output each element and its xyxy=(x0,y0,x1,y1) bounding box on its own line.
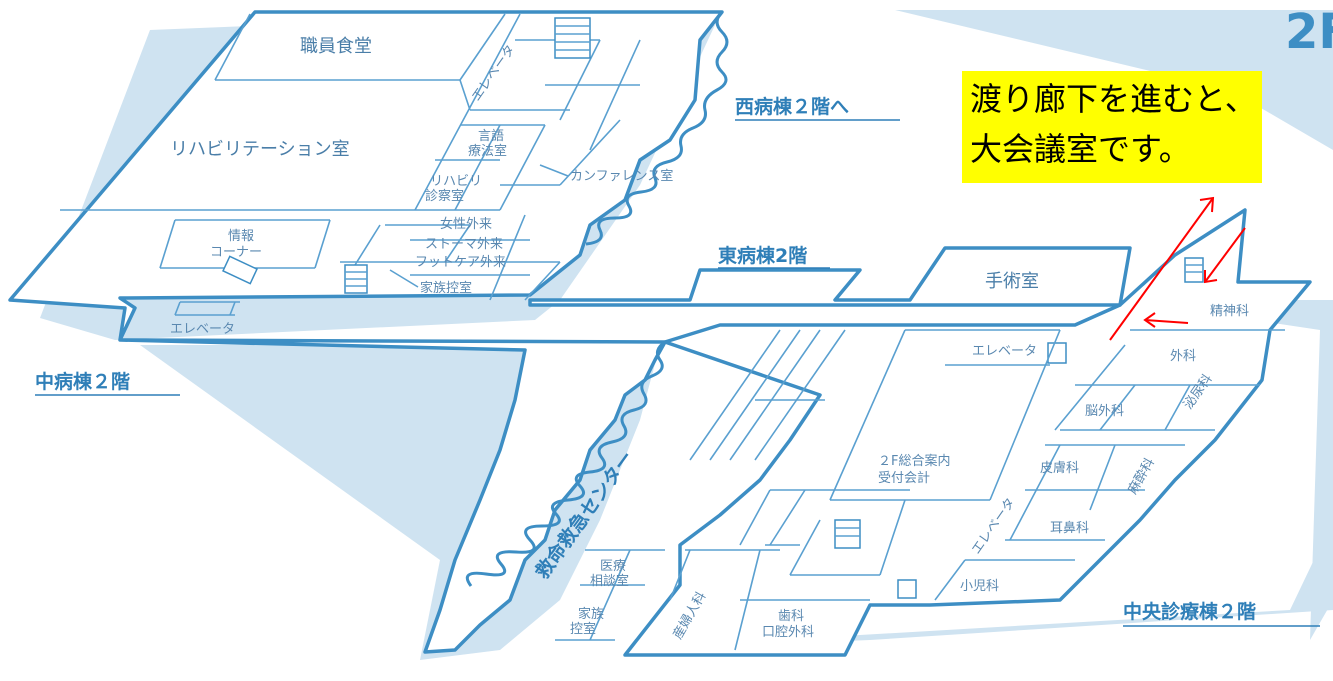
room-shujutsu: 手術室 xyxy=(985,271,1039,292)
room-gengo-2: 療法室 xyxy=(468,143,507,159)
room-uketsuke-1: ２F総合案内 xyxy=(878,453,950,469)
nishi-ward-label: 西病棟２階へ xyxy=(735,95,849,118)
higashi-ward-label: 東病棟2階 xyxy=(718,244,807,267)
upper-room-labels: 職員食堂 リハビリテーション室 エレベータ 言語 療法室 リハビリ 診察室 カン… xyxy=(170,36,673,337)
room-gengo-1: 言語 xyxy=(478,128,504,144)
higashi-corridor xyxy=(528,246,1132,307)
naka-ward-label: 中病棟２階 xyxy=(35,370,130,393)
room-foot: フットケア外来 xyxy=(415,255,506,270)
room-joho-1: 情報 xyxy=(228,229,254,244)
room-shokuin: 職員食堂 xyxy=(300,36,372,57)
chuo-building-outline xyxy=(623,208,1312,657)
room-elev-left: エレベータ xyxy=(170,322,235,337)
room-kazoku2-1: 家族 xyxy=(578,606,604,622)
room-jibi: 耳鼻科 xyxy=(1050,520,1089,536)
stairs-icon xyxy=(222,17,1204,599)
naka-ward-outline xyxy=(8,10,724,654)
room-shika-1: 歯科 xyxy=(778,609,804,624)
upper-interior-lines xyxy=(60,13,641,316)
room-iryo-1: 医療 xyxy=(600,559,626,574)
room-uketsuke-2: 受付会計 xyxy=(878,470,930,486)
chuo-building-label: 中央診療棟２階 xyxy=(1123,600,1256,623)
room-conference: カンファレンス室 xyxy=(570,168,673,184)
room-elev-center: エレベータ xyxy=(972,344,1037,359)
break-line-west xyxy=(585,10,729,246)
room-rehab-sin-2: 診察室 xyxy=(425,188,464,204)
break-line-kyumei xyxy=(465,340,666,587)
room-kazoku-hikae: 家族控室 xyxy=(420,280,472,296)
callout-line-2: 大会議室です。 xyxy=(970,130,1191,168)
callout-box: 渡り廊下を進むと、 大会議室です。 xyxy=(962,71,1262,183)
room-rehab: リハビリテーション室 xyxy=(170,139,350,160)
room-shoni: 小児科 xyxy=(960,579,999,594)
room-kazoku2-2: 控室 xyxy=(570,621,596,637)
room-iryo-2: 相談室 xyxy=(590,573,629,589)
central-interior-lines xyxy=(555,329,1285,651)
room-geka: 外科 xyxy=(1170,349,1196,364)
room-joho-2: コーナー xyxy=(210,245,262,260)
room-stoma: ストーマ外来 xyxy=(425,237,503,252)
corridor-arrows xyxy=(1109,196,1246,341)
room-seishin: 精神科 xyxy=(1210,304,1249,319)
room-nougeka: 脳外科 xyxy=(1085,404,1124,419)
callout-line-1: 渡り廊下を進むと、 xyxy=(970,80,1257,118)
room-hifu: 皮膚科 xyxy=(1040,460,1079,476)
room-shika-2: 口腔外科 xyxy=(762,625,814,640)
floor-badge: 2F xyxy=(1285,4,1333,60)
room-josei: 女性外来 xyxy=(440,216,492,232)
room-rehab-sin-1: リハビリ xyxy=(430,174,482,189)
